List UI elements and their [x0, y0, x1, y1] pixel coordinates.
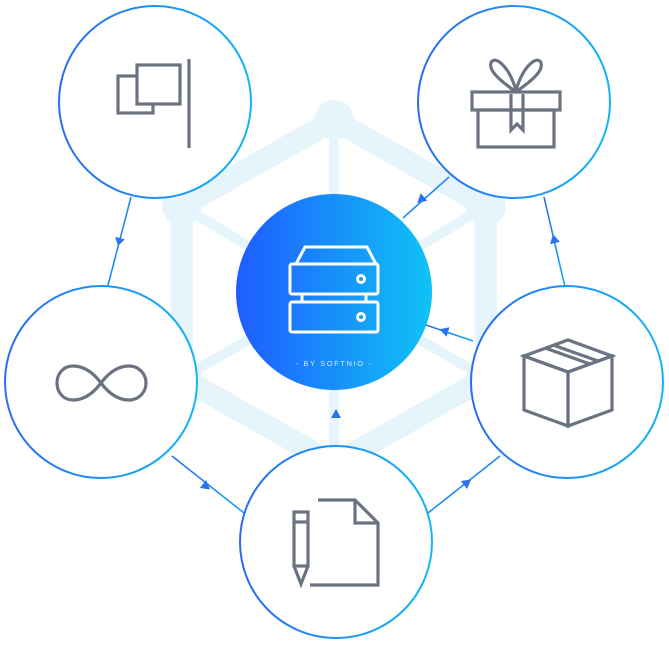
arrow-down-left	[115, 236, 125, 246]
arrow-to-topright	[550, 234, 560, 245]
arrow-right-center	[439, 327, 450, 337]
arrow-to-right	[460, 479, 472, 489]
node-top-left	[58, 5, 252, 199]
connector-topright-to-center	[402, 176, 450, 219]
center-hub: - BY SOFTNIO -	[236, 194, 432, 390]
arrow-topright-center	[417, 193, 428, 204]
document-pen-icon	[292, 498, 380, 589]
node-top-right	[417, 5, 611, 199]
gift-icon	[470, 58, 562, 149]
node-bottom	[239, 445, 433, 639]
connector-left-to-bottom	[171, 455, 245, 514]
arrowheads	[115, 193, 560, 490]
node-right	[470, 285, 664, 479]
node-left	[4, 285, 198, 479]
arrow-bottom-center	[331, 409, 341, 418]
brand-caption: - BY SOFTNIO -	[296, 359, 373, 368]
server-stack-icon	[288, 245, 380, 334]
arrow-to-bottom	[199, 480, 211, 490]
connector-right-to-center	[425, 324, 474, 342]
window-flag-icon	[116, 59, 191, 148]
infinity-icon	[55, 364, 148, 402]
box-package-icon	[519, 338, 617, 429]
